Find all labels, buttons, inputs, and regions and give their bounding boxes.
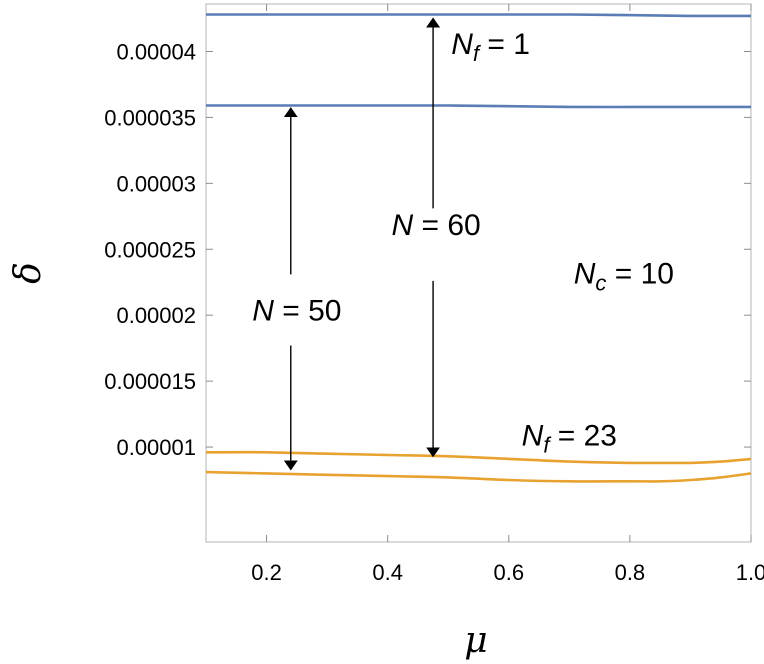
- y-tick-label: 0.000035: [104, 105, 196, 130]
- x-tick-label: 0.4: [372, 560, 403, 585]
- y-tick-label: 0.00002: [116, 303, 196, 328]
- annotation-segment: N: [252, 294, 274, 327]
- series-line-4: [205, 470, 752, 483]
- series-line-2: [205, 104, 751, 109]
- annotation-segment: = 1: [479, 28, 530, 61]
- y-axis-label: δ: [8, 262, 49, 284]
- x-tick-label: 0.2: [251, 560, 282, 585]
- annotation-segment: N: [522, 420, 544, 453]
- x-tick-label: 0.6: [493, 560, 524, 585]
- series-group: [205, 13, 752, 483]
- annotation-segment: N: [451, 28, 473, 61]
- ticks: 0.2 0.4 0.6 0.8 1.0 0.00001 0.000015 0.00002 0.0…: [104, 4, 764, 585]
- annotation-nc10: Nc = 10: [574, 258, 674, 296]
- y-tick-label: 0.000015: [104, 369, 196, 394]
- annotation-segment: c: [595, 271, 606, 296]
- annotation-nf1: Nf = 1: [451, 28, 530, 66]
- annotation-segment: = 23: [549, 420, 617, 453]
- y-tick-label: 0.00003: [116, 171, 196, 196]
- annotation-segment: N: [391, 209, 413, 242]
- annotation-n50: N = 50: [252, 294, 341, 327]
- x-axis-label: μ: [464, 620, 487, 661]
- annotation-segment: f: [543, 433, 552, 458]
- y-tick-label: 0.00004: [116, 39, 196, 64]
- annotation-segment: = 50: [274, 294, 342, 327]
- annotation-segment: = 10: [606, 258, 674, 291]
- annotation-nf23: Nf = 23: [522, 420, 617, 458]
- y-tick-label: 0.000025: [104, 237, 196, 262]
- annotation-segment: N: [574, 258, 596, 291]
- annotation-segment: f: [473, 41, 482, 66]
- annotation-segment: = 60: [413, 209, 481, 242]
- series-line-3: [205, 450, 752, 465]
- arrows-group: [283, 17, 441, 471]
- annotation-n60: N = 60: [391, 209, 480, 242]
- y-tick-label: 0.00001: [116, 435, 196, 460]
- x-tick-label: 0.8: [615, 560, 646, 585]
- series-line-1: [205, 13, 752, 18]
- x-tick-label: 1.0: [736, 560, 764, 585]
- plot-frame: [205, 3, 752, 543]
